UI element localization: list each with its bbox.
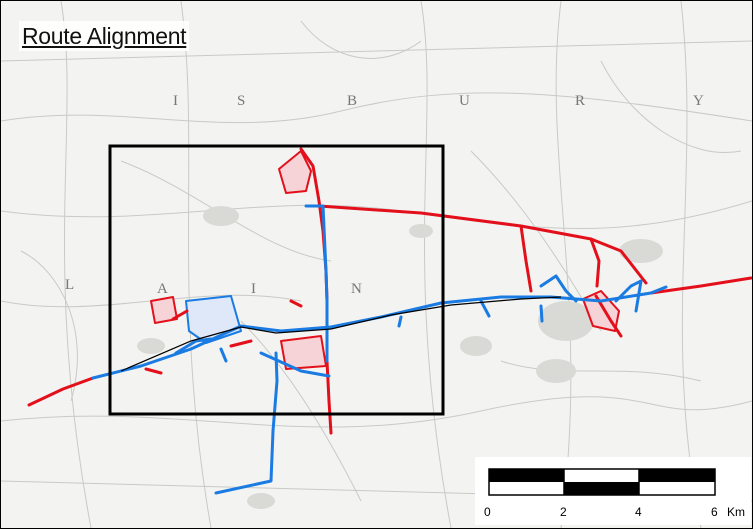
region-letter: N xyxy=(351,281,363,297)
scale-tick-label: 0 xyxy=(484,505,491,519)
blue-west-branch xyxy=(174,337,213,355)
blue-east-tail xyxy=(649,285,668,295)
scale-bar-graphic xyxy=(488,468,716,496)
blue-misc-b xyxy=(479,299,491,318)
region-letter: S xyxy=(237,93,247,109)
red-loop-b xyxy=(589,237,601,288)
red-loop-a xyxy=(519,224,533,293)
red-route-lines xyxy=(27,147,752,435)
area-blue-west xyxy=(185,295,242,344)
scale-segment xyxy=(489,469,564,482)
blue-misc-a xyxy=(397,315,403,328)
blue-east-branch xyxy=(539,274,578,303)
scale-bar: 0 2 4 6 Km xyxy=(475,457,751,525)
area-north-red xyxy=(278,150,312,194)
blue-misc-c xyxy=(539,304,544,323)
scale-tick-label: 6 xyxy=(711,505,718,519)
region-letter: L xyxy=(65,277,76,293)
blue-route-lines xyxy=(91,204,668,495)
red-misc-d xyxy=(594,294,623,338)
red-main-west xyxy=(27,376,95,407)
scale-segment xyxy=(639,469,715,482)
red-north-link xyxy=(317,204,648,285)
blue-south-spur xyxy=(214,351,279,495)
red-misc-c xyxy=(289,299,303,308)
study-area-frame xyxy=(108,144,445,416)
red-west-area-link xyxy=(171,309,189,321)
scale-unit-label: Km xyxy=(727,505,745,519)
region-letter: Y xyxy=(693,93,705,109)
area-red-westernmost xyxy=(150,296,178,324)
region-letter: I xyxy=(251,281,257,297)
blue-center-link xyxy=(259,351,331,378)
scale-segment xyxy=(564,482,639,495)
red-misc-a xyxy=(229,339,253,348)
blue-misc-d xyxy=(219,347,228,363)
alignment-centerline xyxy=(120,296,562,372)
map-title: Route Alignment xyxy=(19,21,190,51)
scale-tick-label: 2 xyxy=(560,505,567,519)
red-south-spur xyxy=(325,359,333,435)
region-letter: B xyxy=(347,93,359,109)
region-letter: A xyxy=(157,281,169,297)
region-letter: R xyxy=(575,93,587,109)
blue-east-hook xyxy=(614,279,643,313)
region-letter: I xyxy=(173,93,179,109)
red-main-east xyxy=(649,276,752,295)
scale-tick-label: 4 xyxy=(635,505,642,519)
region-letter: U xyxy=(459,93,471,109)
base-settlements xyxy=(137,206,663,509)
red-misc-b xyxy=(144,367,163,375)
blue-north-spur xyxy=(304,204,329,363)
